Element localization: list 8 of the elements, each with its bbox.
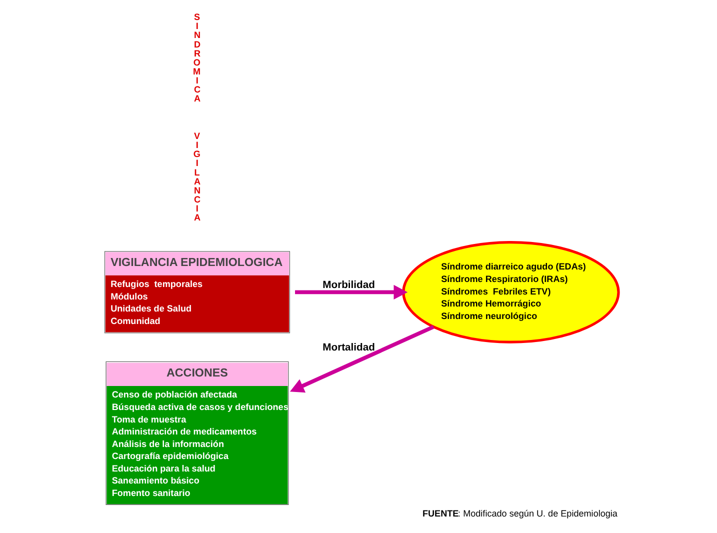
label: VIGILANCIA (192, 131, 200, 223)
arrow (294, 284, 408, 300)
arrow (289, 325, 434, 393)
caption: FUENTE: Modificado según U. de Epidemiologia (422, 508, 617, 518)
edge-label: Mortalidad (322, 342, 374, 354)
node-ellipse: Síndrome diarreico agudo (EDAs) Síndrome Respiratorio (IRAs) Síndromes Febriles ETV) Síndrome Hemorrágico Síndrome neurológico (402, 241, 620, 344)
label: SINDROMICA (192, 12, 200, 104)
edge-label: Morbilidad (322, 280, 374, 292)
